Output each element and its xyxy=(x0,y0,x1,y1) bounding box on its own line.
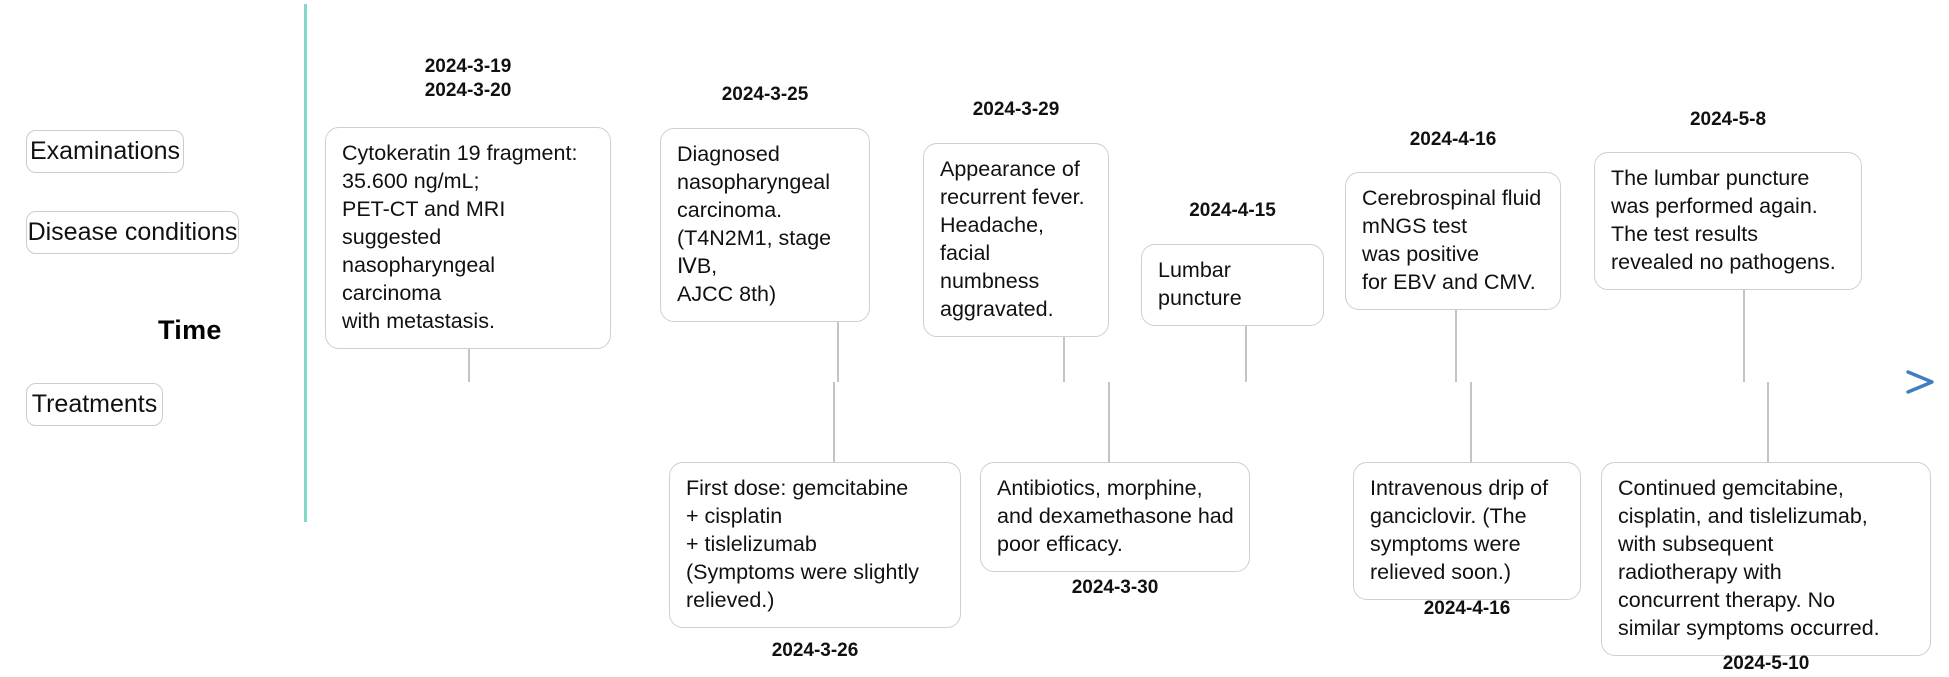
event-card: Antibiotics, morphine, and dexamethasone… xyxy=(980,462,1250,572)
event-card: Diagnosed nasopharyngeal carcinoma. (T4N… xyxy=(660,128,870,322)
connector-line xyxy=(833,382,835,464)
event-date: 2024-4-16 xyxy=(1423,598,1511,619)
event-card: The lumbar puncture was performed again.… xyxy=(1594,152,1862,290)
event-card: Cytokeratin 19 fragment: 35.600 ng/mL; P… xyxy=(325,127,611,349)
event-date: 2024-5-8 xyxy=(1689,109,1767,130)
event-date: 2024-3-26 xyxy=(771,640,859,661)
event-date: 2024-3-19 2024-3-20 xyxy=(424,56,512,102)
event-card: Continued gemcitabine, cisplatin, and ti… xyxy=(1601,462,1931,656)
event-card: Cerebrospinal fluid mNGS test was positi… xyxy=(1345,172,1561,310)
event-date: 2024-3-30 xyxy=(1071,577,1159,598)
connector-line xyxy=(1767,382,1769,464)
category-label-treatments: Treatments xyxy=(26,383,163,426)
event-card: First dose: gemcitabine + cisplatin + ti… xyxy=(669,462,961,628)
event-date: 2024-4-16 xyxy=(1409,129,1497,150)
connector-line xyxy=(1108,382,1110,464)
event-date: 2024-4-15 xyxy=(1189,200,1276,221)
event-card: Intravenous drip of ganciclovir. (The sy… xyxy=(1353,462,1581,600)
category-label-disease-conditions: Disease conditions xyxy=(26,211,239,254)
vertical-axis-line xyxy=(304,4,307,522)
category-label-examinations: Examinations xyxy=(26,130,184,173)
connector-line xyxy=(1470,382,1472,464)
connector-line xyxy=(1455,292,1457,382)
event-date: 2024-5-10 xyxy=(1722,653,1810,674)
event-date: 2024-3-29 xyxy=(972,99,1060,120)
time-axis-arrow xyxy=(0,370,1934,394)
event-date: 2024-3-25 xyxy=(721,84,809,105)
event-card: Lumbar puncture xyxy=(1141,244,1324,326)
event-card: Appearance of recurrent fever. Headache,… xyxy=(923,143,1109,337)
connector-line xyxy=(1743,288,1745,382)
connector-line xyxy=(837,270,839,382)
time-axis-label: Time xyxy=(158,315,222,345)
connector-line xyxy=(1245,290,1247,382)
